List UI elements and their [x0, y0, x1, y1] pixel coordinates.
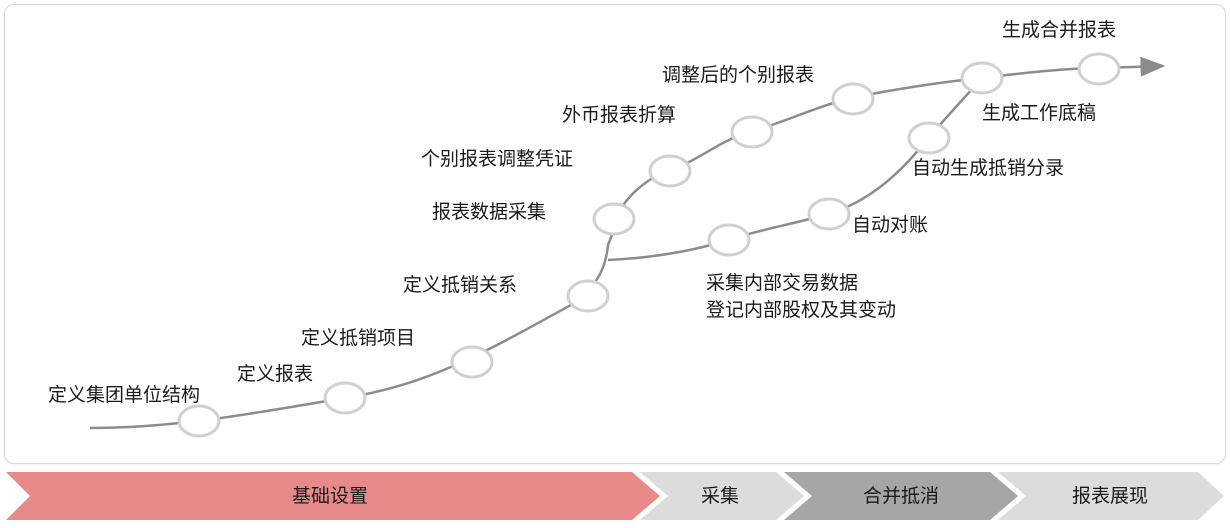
phase-label-collection: 采集	[700, 485, 739, 507]
node-define-report	[323, 381, 367, 415]
node-adjusted-report	[831, 82, 875, 116]
label-working-papers: 生成工作底稿	[982, 102, 1097, 124]
phase-arrow-basic-setup	[6, 472, 660, 520]
node-consolidated-report	[1077, 52, 1121, 86]
label-group-unit-structure: 定义集团单位结构	[48, 384, 201, 406]
label-adjusted-report: 调整后的个别报表	[662, 64, 815, 86]
label-internal-equity: 登记内部股权及其变动	[706, 299, 897, 321]
label-auto-reconciliation: 自动对账	[852, 214, 929, 236]
phase-label-basic-setup: 基础设置	[291, 485, 368, 507]
label-report-data-collection: 报表数据采集	[432, 201, 547, 223]
node-adjustment-voucher	[648, 154, 692, 188]
phase-arrow-report-display	[998, 472, 1224, 520]
label-internal-transaction: 采集内部交易数据	[706, 272, 859, 294]
label-define-report: 定义报表	[237, 363, 314, 385]
label-elimination-relations: 定义抵销关系	[403, 274, 518, 296]
path-lower-branch	[607, 77, 983, 262]
node-working-papers	[907, 121, 951, 155]
phase-label-consolidation: 合并抵消	[862, 485, 939, 507]
node-elimination-relations	[566, 279, 610, 313]
node-elimination-items	[450, 345, 494, 379]
phase-label-report-display: 报表展现	[1071, 485, 1148, 507]
node-merge-point	[960, 61, 1004, 95]
nodes	[177, 52, 1121, 438]
label-elimination-items: 定义抵销项目	[301, 327, 416, 349]
node-internal-transaction	[707, 223, 751, 257]
node-group-unit-structure	[177, 404, 221, 438]
label-consolidated-report: 生成合并报表	[1002, 19, 1117, 41]
phase-arrow-consolidation	[784, 472, 1018, 520]
label-auto-elimination: 自动生成抵销分录	[912, 157, 1065, 179]
node-auto-elimination	[807, 197, 851, 231]
label-adjustment-voucher: 个别报表调整凭证	[421, 148, 574, 170]
node-report-data-collection	[592, 202, 636, 236]
phase-arrow-collection	[640, 472, 804, 520]
node-currency-translation	[730, 115, 774, 149]
label-currency-translation: 外币报表折算	[562, 104, 677, 126]
